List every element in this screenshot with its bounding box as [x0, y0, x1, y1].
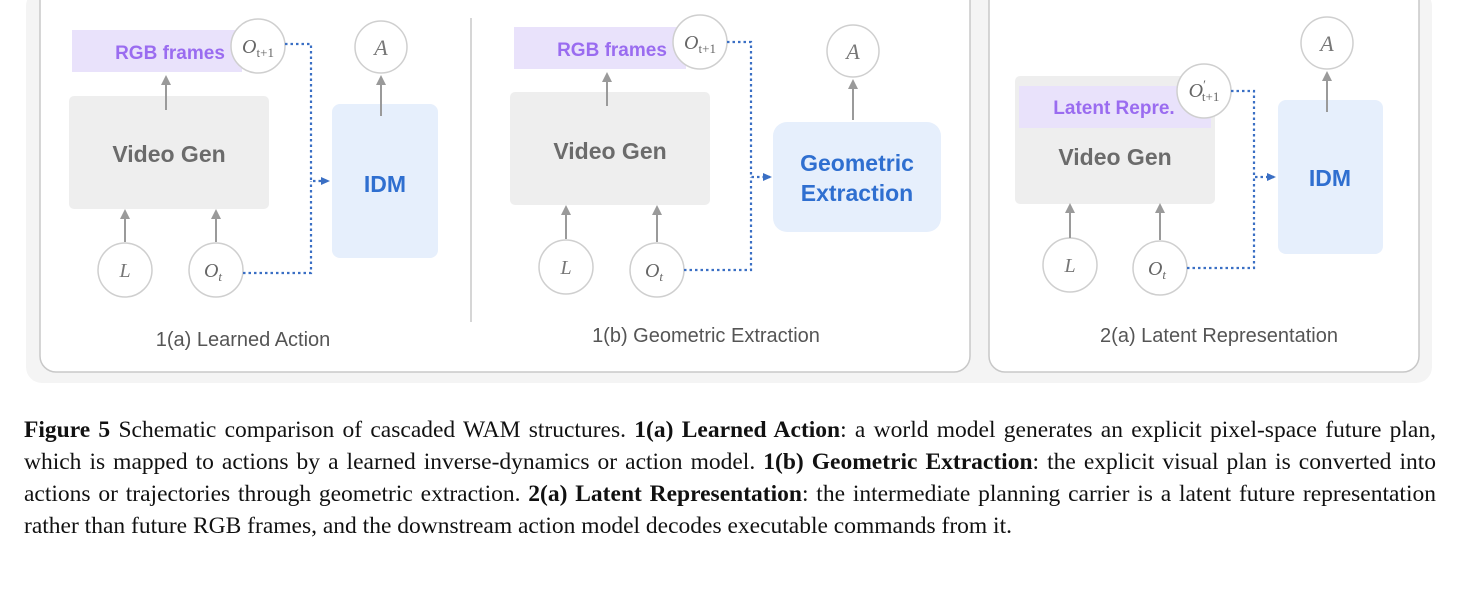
dotted-obs-to-extraction — [684, 177, 753, 272]
action-node — [1300, 16, 1354, 70]
action-symbol: A — [844, 39, 860, 64]
caption-term-learned-action: 1(a) Learned Action — [634, 417, 841, 443]
future-obs-node — [230, 18, 286, 74]
figure-caption: Figure 5 Schematic comparison of cascade… — [24, 414, 1436, 542]
caption-intro: Schematic comparison of cascaded WAM str… — [110, 417, 635, 443]
dotted-latent-to-idm — [1231, 89, 1276, 181]
dotted-future-to-idm — [285, 42, 330, 185]
obs-symbol: Ot — [204, 260, 222, 284]
language-node — [538, 239, 594, 295]
idm-box — [332, 104, 438, 258]
idm-label: IDM — [1309, 165, 1351, 191]
geometric-extraction-label-line2: Extraction — [801, 180, 913, 206]
rgb-frames-box — [72, 30, 242, 72]
video-gen-box — [510, 92, 710, 205]
caption-desc-geometric-extraction: : the explicit visual plan is converted … — [24, 449, 1437, 507]
language-symbol: L — [559, 257, 571, 279]
obs-symbol: Ot — [1148, 258, 1166, 282]
panel-geometric-extraction: RGB frames Video Gen Geometric Extractio… — [510, 14, 941, 347]
action-symbol: A — [1318, 31, 1334, 56]
video-gen-label: Video Gen — [112, 141, 225, 167]
geometric-extraction-box — [773, 122, 941, 232]
dotted-obs-to-idm — [243, 181, 313, 275]
latent-repr-label: Latent Repre. — [1053, 98, 1174, 119]
dotted-obs-to-idm — [1187, 177, 1256, 270]
dotted-future-to-extraction — [727, 40, 772, 181]
idm-box — [1278, 100, 1383, 254]
rgb-frames-label: RGB frames — [557, 40, 667, 61]
language-symbol: L — [118, 260, 130, 282]
future-latent-symbol: O′t+1 — [1189, 77, 1220, 104]
figure-label: Figure 5 — [24, 417, 111, 443]
caption-term-geometric-extraction: 1(b) Geometric Extraction — [763, 449, 1033, 475]
video-gen-box — [69, 96, 269, 209]
video-gen-label: Video Gen — [1058, 144, 1171, 170]
caption-term-latent-representation: 2(a) Latent Representation — [528, 481, 802, 507]
action-node — [354, 20, 408, 74]
panel-learned-action: RGB frames Video Gen IDM A Ot+1 L Ot 1(a… — [69, 18, 438, 351]
rgb-frames-box — [514, 27, 686, 69]
panel-title: 1(a) Learned Action — [156, 329, 331, 351]
obs-symbol: Ot — [645, 260, 663, 284]
video-gen-label: Video Gen — [553, 138, 666, 164]
cascaded-wam-diagram: RGB frames Video Gen IDM A Ot+1 L Ot 1(a… — [26, 0, 1432, 383]
panel-title: 2(a) Latent Representation — [1100, 325, 1338, 347]
caption-desc-latent-representation: : the intermediate planning carrier is a… — [24, 481, 1436, 539]
language-symbol: L — [1063, 255, 1075, 277]
action-node — [826, 24, 880, 78]
obs-node — [188, 242, 244, 298]
language-node — [97, 242, 153, 298]
panel-title: 1(b) Geometric Extraction — [592, 325, 820, 347]
idm-label: IDM — [364, 171, 406, 197]
future-obs-symbol: Ot+1 — [684, 32, 716, 56]
geometric-extraction-label-line1: Geometric — [800, 150, 914, 176]
rgb-frames-label: RGB frames — [115, 43, 225, 64]
action-symbol: A — [372, 35, 388, 60]
group-1-frame — [39, 0, 971, 373]
panel-latent-representation: Latent Repre. Video Gen IDM A O′t+1 L Ot… — [1015, 16, 1383, 347]
caption-desc-learned-action: : a world model generates an explicit pi… — [24, 417, 1436, 475]
future-obs-symbol: Ot+1 — [242, 36, 274, 60]
